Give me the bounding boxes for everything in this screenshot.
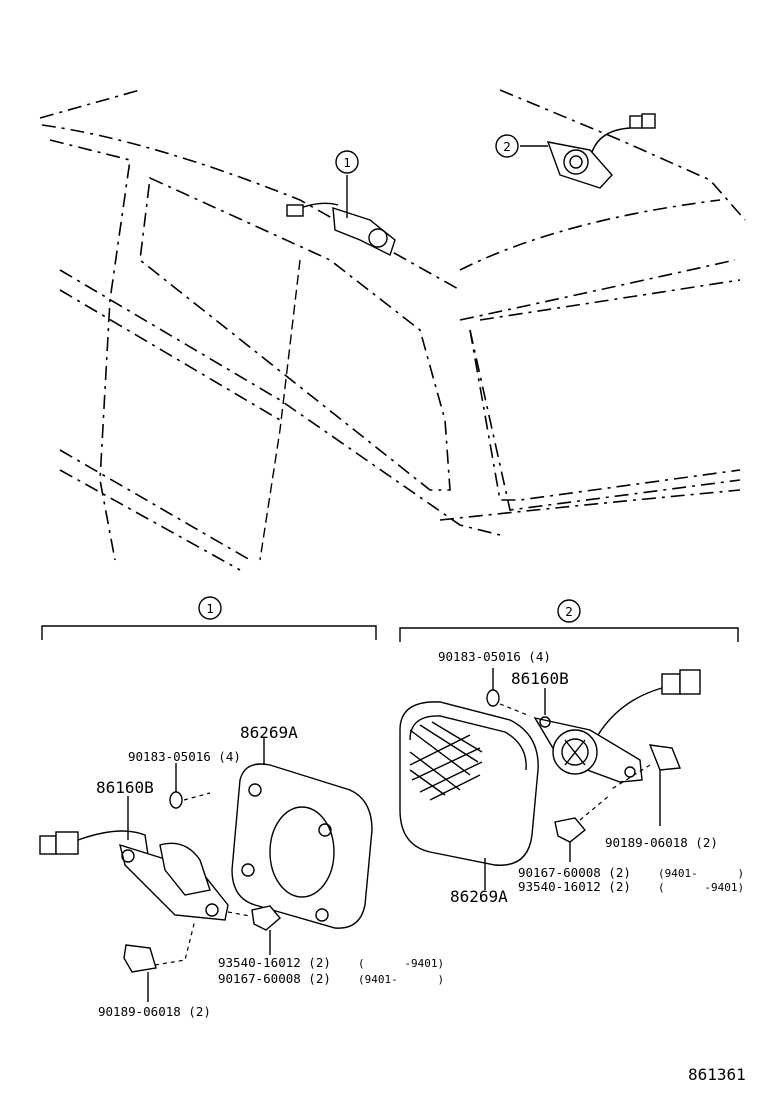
label-s2-screw-2-range: ( -9401) (658, 881, 744, 894)
svg-text:2: 2 (565, 604, 573, 619)
label-s1-lamp-assy: 86160B (96, 778, 154, 797)
section-2-lens (399, 701, 539, 890)
section-1-screw (251, 905, 281, 955)
section-2-bracket: 2 (399, 599, 739, 642)
label-s1-screw-1-range: ( -9401) (358, 957, 444, 970)
section-2-lamp-assy (533, 669, 701, 783)
svg-text:1: 1 (343, 155, 351, 170)
section-1-lens-gasket (231, 738, 373, 929)
label-s1-clip: 90189-06018 (2) (98, 1004, 211, 1019)
section-1-lamp-assy (39, 796, 251, 921)
label-s2-screw-1: 90167-60008 (2) (518, 865, 631, 880)
label-s1-washer: 90183-05016 (4) (128, 749, 241, 764)
label-s2-lamp-assy: 86160B (511, 669, 569, 688)
label-s1-screw-1: 93540-16012 (2) (218, 955, 331, 970)
label-s1-lens-gasket: 86269A (240, 723, 298, 742)
section-2-screw (554, 794, 611, 862)
figure-number: 861361 (688, 1065, 746, 1084)
label-s2-screw-2: 93540-16012 (2) (518, 879, 631, 894)
section-1-clip (123, 919, 196, 1002)
label-s1-screw-2: 90167-60008 (2) (218, 971, 331, 986)
svg-text:2: 2 (503, 139, 511, 154)
section-2-clip (609, 744, 681, 826)
top-lamp-2 (520, 113, 656, 189)
label-s2-lens: 86269A (450, 887, 508, 906)
callout-top-1: 1 (335, 150, 359, 174)
vehicle-body-outline (39, 89, 746, 571)
section-1-bracket: 1 (41, 596, 377, 640)
section-2-washer (486, 668, 531, 717)
section-1-washer (169, 763, 211, 809)
svg-text:1: 1 (206, 601, 214, 616)
label-s2-washer: 90183-05016 (4) (438, 649, 551, 664)
callout-top-2: 2 (495, 134, 519, 158)
label-s2-screw-1-range: (9401- ) (658, 867, 744, 880)
label-s2-clip: 90189-06018 (2) (605, 835, 718, 850)
top-lamp-1 (286, 175, 396, 256)
label-s1-screw-2-range: (9401- ) (358, 973, 444, 986)
